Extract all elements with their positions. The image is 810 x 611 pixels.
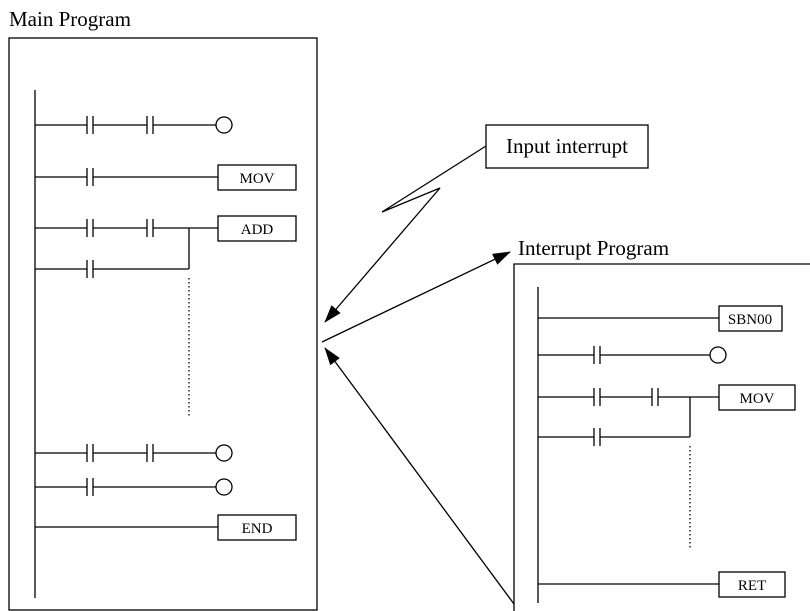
interrupt-lightning-bolt	[324, 145, 487, 323]
interrupt-rung-4	[538, 571, 786, 598]
main-mov-label: MOV	[239, 171, 274, 187]
main-rung-4-contact-1	[86, 444, 94, 462]
interrupt-ret-box	[718, 571, 786, 598]
input-interrupt-label: Input interrupt	[506, 134, 628, 158]
main-rung-4-contact-2	[146, 444, 154, 462]
interrupt-rung-3-parallel-contact	[593, 428, 601, 446]
main-rung-3	[35, 215, 297, 278]
main-rung-3-parallel-contact	[86, 260, 94, 278]
interrupt-rung-1	[538, 305, 783, 332]
main-program-frame	[8, 37, 318, 611]
main-end-box	[217, 514, 297, 541]
main-rung-5-contact	[86, 478, 94, 496]
main-rung-1-contact-1	[86, 116, 94, 134]
main-add-box	[217, 215, 297, 242]
main-rung-4	[35, 444, 233, 462]
interrupt-rung-3	[538, 384, 796, 446]
interrupt-mov-label: MOV	[739, 391, 774, 407]
main-rung-2	[35, 164, 297, 191]
interrupt-rung-3-contact-1	[593, 388, 601, 406]
main-rung-5	[35, 478, 233, 496]
interrupt-rung-2-coil	[709, 346, 727, 364]
interrupt-rung-2	[538, 346, 727, 364]
main-rung-1-contact-2	[146, 116, 154, 134]
arrow-to-interrupt-program	[321, 251, 511, 343]
main-rung-2-contact	[86, 168, 94, 186]
interrupt-rung-3-contact-2	[651, 388, 659, 406]
interrupt-ret-label: RET	[738, 578, 766, 594]
interrupt-rung-2-contact	[593, 346, 601, 364]
main-add-label: ADD	[241, 222, 274, 238]
interrupt-sbn00-label: SBN00	[728, 312, 772, 328]
main-end-label: END	[242, 521, 273, 537]
main-mov-box	[217, 164, 297, 191]
main-rung-3-contact-1	[86, 219, 94, 237]
main-rung-4-coil	[215, 444, 233, 462]
main-program-title: Main Program	[9, 7, 131, 31]
interrupt-program-title: Interrupt Program	[518, 236, 669, 260]
main-rung-5-coil	[215, 478, 233, 496]
arrow-return-to-main	[324, 347, 515, 605]
main-rung-6	[35, 514, 297, 541]
main-program-panel	[8, 37, 318, 611]
main-rung-3-contact-2	[146, 219, 154, 237]
interrupt-program-frame	[513, 263, 810, 611]
interrupt-program-panel	[513, 263, 810, 611]
interrupt-mov-box	[718, 384, 796, 411]
main-rung-1	[35, 116, 233, 134]
interrupt-sbn00-box	[718, 305, 783, 332]
main-rung-1-coil	[215, 116, 233, 134]
